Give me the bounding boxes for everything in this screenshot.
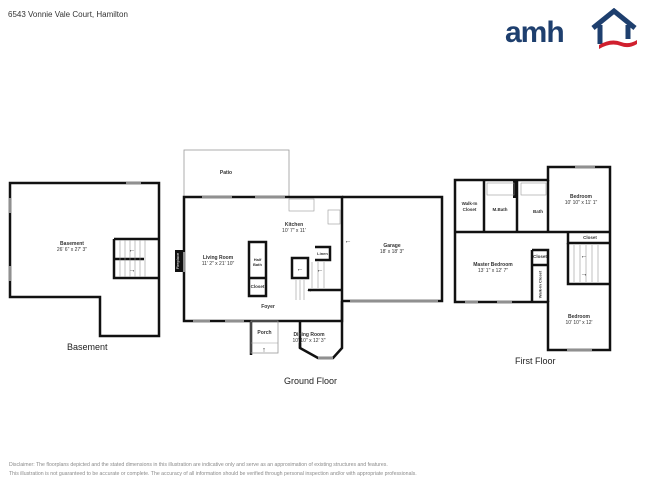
room-m-bath: M.Bath (492, 207, 508, 212)
room-name: Kitchen (284, 222, 304, 228)
svg-text:←: ← (345, 238, 352, 245)
room-bedroom-2: Bedroom 10' 10" x 12' (556, 314, 602, 326)
floor-label-first-floor: First Floor (515, 356, 556, 366)
room-walk-in-closet-2: Walk-In Closet (537, 270, 543, 299)
room-patio: Patio (219, 170, 233, 176)
basement-walls (8, 181, 161, 338)
room-closet-2: Closet (533, 254, 547, 259)
room-dims: 10' 10" x 12' 3" (292, 338, 326, 344)
svg-text:→: → (129, 267, 136, 274)
room-name: Bedroom (568, 314, 590, 320)
disclaimer-line-2: This illustration is not guaranteed to b… (9, 471, 417, 477)
property-address: 6543 Vonnie Vale Court, Hamilton (8, 10, 128, 19)
room-name: Garage (383, 243, 401, 249)
room-living-room: Living Room 11' 2" x 21' 10" (194, 255, 242, 267)
room-bedroom-1: Bedroom 10' 10" x 11' 1" (558, 194, 604, 206)
svg-text:←: ← (317, 267, 324, 274)
svg-text:←: ← (581, 253, 588, 260)
room-dims: 11' 2" x 21' 10" (201, 261, 235, 267)
room-foyer: Foyer (261, 304, 275, 310)
room-basement: Basement 26' 6" x 27' 3" (40, 241, 104, 253)
room-walk-in-closet: Walk-In Closet (461, 201, 478, 212)
svg-text:←: ← (129, 247, 136, 254)
room-bath: Bath (533, 209, 543, 214)
svg-text:←: ← (297, 266, 304, 273)
svg-text:→: → (306, 287, 313, 294)
svg-text:↑: ↑ (262, 347, 266, 354)
disclaimer: Disclaimer: The floorplans depicted and … (9, 461, 417, 479)
room-dims: 18' x 18' 3" (379, 249, 405, 255)
room-name: Living Room (202, 255, 234, 261)
room-dims: 13' 1" x 12' 7" (477, 268, 509, 274)
svg-text:Fireplace: Fireplace (175, 252, 180, 269)
disclaimer-line-1: Disclaimer: The floorplans depicted and … (9, 462, 388, 468)
room-closet-1: Closet (583, 235, 597, 240)
svg-text:→: → (581, 271, 588, 278)
room-linen: Linen (317, 251, 328, 256)
room-dims: 26' 6" x 27' 3" (56, 247, 88, 253)
room-dining-room: Dining Room 10' 10" x 12' 3" (286, 332, 332, 344)
first-floor-walls (453, 165, 612, 352)
room-dims: 10' 10" x 12' (565, 320, 593, 326)
room-master-bedroom: Master Bedroom 13' 1" x 12' 7" (466, 262, 520, 274)
room-closet: Closet (250, 284, 265, 289)
logo-wordmark: amh (505, 16, 565, 49)
floor-label-ground-floor: Ground Floor (284, 376, 338, 386)
amh-logo: amh (505, 8, 640, 53)
room-name: Basement (60, 241, 84, 247)
floor-label-basement: Basement (67, 342, 108, 352)
room-name: Bedroom (570, 194, 592, 200)
room-name: Dining Room (293, 332, 325, 338)
room-dims: 10' 10" x 11' 1" (564, 200, 598, 206)
room-half-bath: Half Bath (253, 257, 262, 267)
room-kitchen: Kitchen 10' 7" x 11' (274, 222, 314, 234)
room-name: Master Bedroom (473, 262, 513, 268)
room-dims: 10' 7" x 11' (282, 228, 306, 234)
room-porch: Porch (257, 330, 272, 336)
room-garage: Garage 18' x 18' 3" (372, 243, 412, 255)
house-logo-icon (591, 8, 637, 49)
